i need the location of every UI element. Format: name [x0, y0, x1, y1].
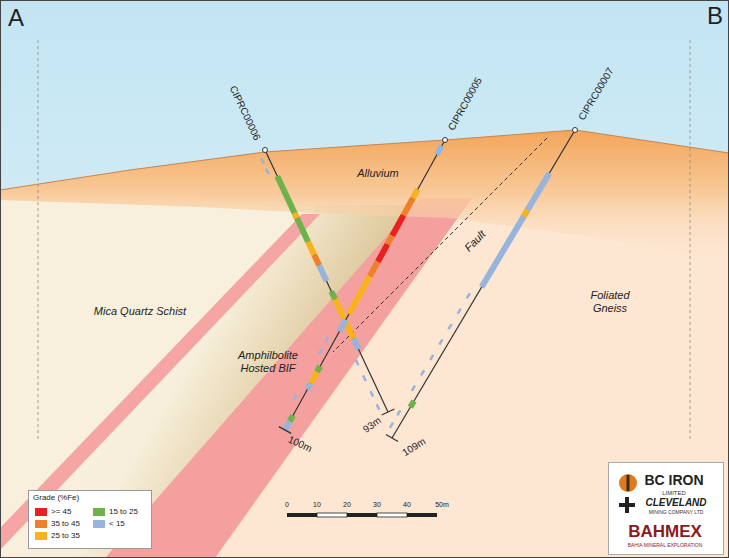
logo-icons: [619, 474, 637, 513]
grade-interval: [285, 421, 290, 430]
scale-number: 0: [285, 501, 289, 509]
grade-tick: [448, 324, 451, 329]
legend-text: >= 45: [51, 507, 71, 516]
unit-label: Alluvium: [357, 167, 399, 180]
grade-interval: [413, 189, 418, 198]
logo-text: MINING COMPANY LTD: [649, 510, 704, 516]
grade-interval: [339, 320, 345, 332]
legend-item: < 15: [93, 519, 125, 528]
unit-label: Amphilbolite Hosted BIF: [232, 349, 304, 374]
legend-text: 35 to 45: [51, 519, 80, 528]
unit-label: Mica Quartz Schist: [94, 305, 186, 318]
grade-tick: [439, 339, 442, 344]
grade-interval: [308, 242, 314, 255]
legend-text: < 15: [109, 519, 125, 528]
grade-interval: [524, 210, 528, 216]
scale-number: 50m: [435, 501, 449, 509]
grade-tick: [266, 169, 269, 174]
legend-swatch: [35, 508, 47, 516]
grade-tick: [371, 391, 374, 396]
grade-interval: [277, 176, 308, 242]
drill-hole: [392, 130, 575, 438]
grade-interval: [295, 213, 297, 218]
grade-interval: [349, 276, 370, 314]
unit-label: Foliated Gneiss: [579, 289, 641, 314]
grade-interval: [290, 416, 293, 422]
grade-tick: [458, 309, 461, 314]
grade-tick: [325, 337, 328, 342]
grade-tick: [319, 349, 322, 354]
grade-interval: [317, 366, 320, 372]
legend-text: 15 to 25: [109, 507, 138, 516]
legend-swatch: [35, 532, 47, 540]
grade-interval: [387, 236, 392, 245]
legend-text: 25 to 35: [51, 531, 80, 540]
scale-number: 40: [403, 501, 411, 509]
drill-hole: [285, 140, 445, 430]
section-end: B: [707, 2, 723, 30]
grade-tick: [467, 293, 470, 298]
legend-item: 25 to 35: [35, 531, 80, 540]
grade-interval: [378, 244, 388, 261]
legend-item: 35 to 45: [35, 519, 80, 528]
hole-end: [386, 434, 398, 441]
logo-text: CLEVELAND: [645, 497, 706, 509]
hole-end: [382, 409, 395, 415]
grade-interval: [307, 384, 310, 390]
scale-number: 20: [343, 501, 351, 509]
scale-bar: [287, 513, 437, 517]
grade-tick: [390, 423, 393, 428]
hole-end: [279, 427, 291, 434]
grade-tick: [356, 360, 359, 365]
grade-tick: [363, 376, 366, 381]
legend-swatch: [93, 520, 105, 528]
logo-text: BAHIA MINERAL EXPLORATION: [628, 543, 703, 549]
grade-tick: [421, 370, 424, 375]
grade-tick: [397, 410, 400, 415]
collar: [263, 148, 268, 153]
grade-interval: [331, 291, 335, 299]
grade-interval: [482, 173, 550, 287]
logo-text: BAHMEX: [628, 522, 702, 542]
grade-tick: [261, 158, 264, 163]
scale-number: 10: [313, 501, 321, 509]
grade-interval: [314, 255, 319, 265]
grade-tick: [412, 386, 415, 391]
scale-number: 30: [373, 501, 381, 509]
grade-tick: [377, 404, 380, 409]
grade-tick: [293, 395, 296, 400]
legend-title: Grade (%Fe): [33, 493, 79, 502]
grade-interval: [311, 372, 317, 384]
grade-interval: [392, 215, 403, 235]
grade-interval: [319, 265, 326, 281]
logo-text: BC IRON: [644, 472, 703, 488]
grade-interval: [354, 339, 359, 349]
grade-interval: [403, 198, 413, 215]
logo-text: LIMITED: [662, 490, 686, 497]
legend-item: 15 to 25: [93, 507, 138, 516]
grade-interval: [370, 262, 378, 277]
legend-swatch: [35, 520, 47, 528]
collar: [443, 138, 448, 143]
grade-tick: [430, 355, 433, 360]
section-end: A: [8, 4, 24, 32]
grade-interval: [410, 401, 414, 407]
legend-swatch: [93, 508, 105, 516]
legend-item: >= 45: [35, 507, 71, 516]
grade-interval: [437, 146, 442, 155]
collar: [573, 128, 578, 133]
